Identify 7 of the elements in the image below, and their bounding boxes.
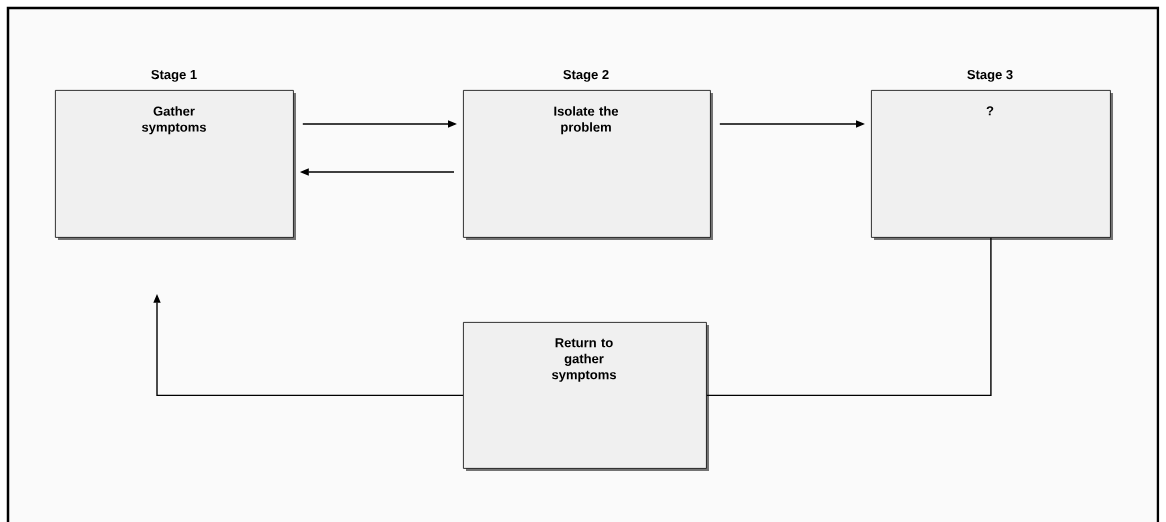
node-label: Stage 1 [151,69,197,82]
node-label: Stage 2 [563,69,609,82]
process-box: Stage 1 Gather symptoms [55,69,296,240]
process-box: Stage 2 Isolate the problem [463,69,713,240]
process-box: Return to gather symptoms [463,322,709,471]
node-label: Stage 3 [967,69,1013,82]
process-box: Stage 3 ? [871,69,1113,240]
